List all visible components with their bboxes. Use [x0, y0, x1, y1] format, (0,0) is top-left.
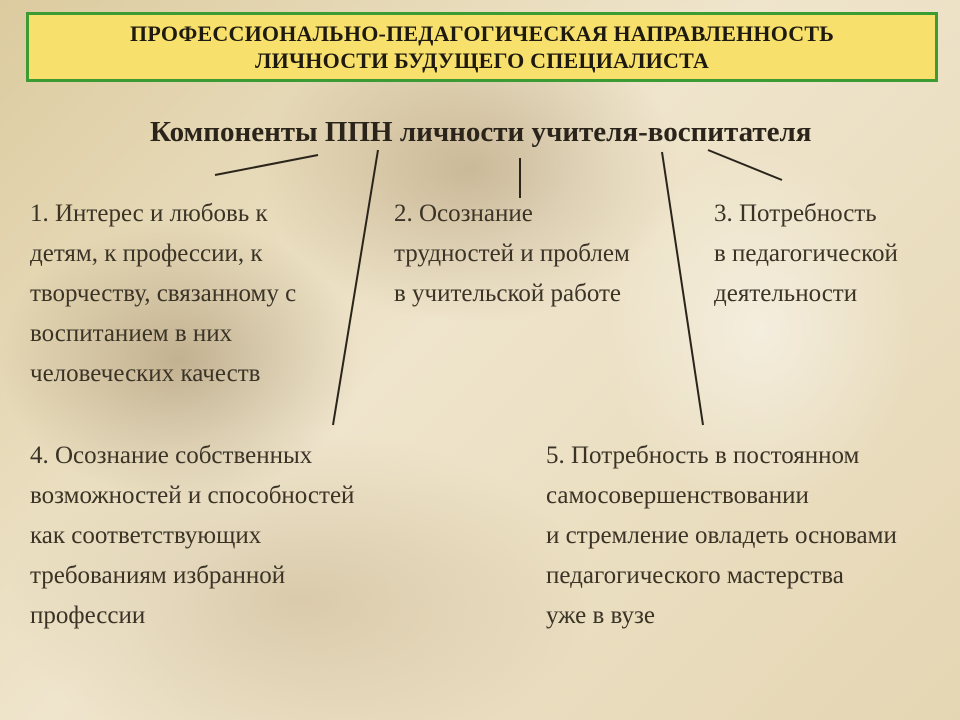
component-3-line: 3. Потребность [714, 200, 877, 227]
component-5-line: уже в вузе [546, 602, 655, 629]
component-1-line: воспитанием в них [30, 320, 233, 347]
component-2-line: трудностей и проблем [394, 240, 630, 267]
component-4-line: профессии [30, 602, 146, 629]
component-1-line: творчеству, связанному с [30, 280, 297, 307]
component-2: 2. Осознание трудностей и проблем в учит… [394, 194, 630, 314]
component-4-line: требованиям избранной [30, 562, 286, 589]
component-4: 4. Осознание собственных возможностей и … [30, 436, 354, 636]
component-3-line: в педагогической [714, 240, 898, 267]
component-4-line: возможностей и способностей [30, 482, 355, 509]
component-4-line: 4. Осознание собственных [30, 442, 313, 469]
component-5-line: педагогического мастерства [546, 562, 844, 589]
title-line-2: ЛИЧНОСТИ БУДУЩЕГО СПЕЦИАЛИСТА [255, 48, 709, 73]
title-banner: ПРОФЕССИОНАЛЬНО-ПЕДАГОГИЧЕСКАЯ НАПРАВЛЕН… [26, 12, 938, 82]
connector-component-4 [332, 149, 379, 426]
component-4-line: как соответствующих [30, 522, 262, 549]
component-5: 5. Потребность в постоянном самосовершен… [546, 436, 897, 636]
diagram-heading: Компоненты ППН личности учителя-воспитат… [150, 116, 812, 148]
component-2-line: в учительской работе [394, 280, 622, 307]
component-3-line: деятельности [714, 280, 858, 307]
component-1-line: 1. Интерес и любовь к [30, 200, 268, 227]
title-line-1: ПРОФЕССИОНАЛЬНО-ПЕДАГОГИЧЕСКАЯ НАПРАВЛЕН… [130, 21, 834, 46]
component-3: 3. Потребность в педагогической деятельн… [714, 194, 898, 314]
connector-component-3 [707, 149, 783, 181]
component-1-line: детям, к профессии, к [30, 240, 263, 267]
connector-component-5 [661, 151, 704, 426]
component-1-line: человеческих качеств [30, 360, 261, 387]
component-2-line: 2. Осознание [394, 200, 533, 227]
connector-component-1 [214, 154, 319, 176]
component-1: 1. Интерес и любовь к детям, к профессии… [30, 194, 296, 394]
component-5-line: и стремление овладеть основами [546, 522, 897, 549]
component-5-line: самосовершенствовании [546, 482, 809, 509]
component-5-line: 5. Потребность в постоянном [546, 442, 860, 469]
